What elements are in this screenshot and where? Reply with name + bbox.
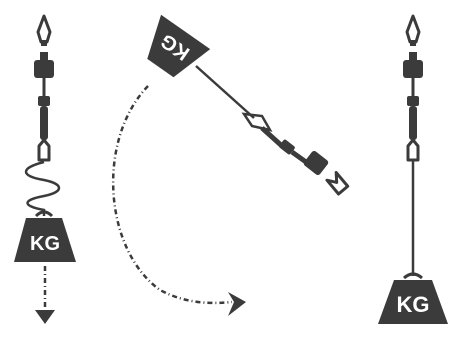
middle-buckle	[279, 139, 295, 155]
right-weight-label: KG	[397, 292, 430, 317]
left-top-carabiner-icon	[36, 14, 52, 48]
middle-connector-block	[303, 150, 329, 176]
left-kg-weight-icon: KG	[14, 210, 76, 262]
left-connector-block	[34, 60, 54, 78]
left-lanyard-assembly: KG	[14, 14, 76, 324]
right-lanyard-assembly: KG	[378, 14, 448, 324]
middle-carabiner-icon	[325, 170, 350, 196]
right-buckle	[407, 96, 419, 106]
middle-upper-clip	[241, 112, 273, 132]
left-coiled-lanyard	[24, 160, 61, 216]
right-connector-block	[403, 60, 423, 78]
middle-kg-weight-icon: KG	[147, 14, 211, 78]
dotted-arc-arrow-icon	[111, 85, 246, 316]
right-kg-weight-icon: KG	[378, 272, 448, 324]
left-buckle	[38, 96, 50, 106]
left-shock-pack	[40, 106, 48, 140]
right-shock-pack	[409, 106, 417, 140]
right-top-carabiner-icon	[405, 14, 421, 48]
middle-lanyard-assembly: KG	[111, 14, 350, 316]
left-weight-label: KG	[30, 233, 60, 255]
right-lower-carabiner-icon	[406, 138, 420, 162]
left-lower-carabiner-icon	[37, 138, 51, 162]
dotted-down-arrow-icon	[35, 266, 55, 324]
